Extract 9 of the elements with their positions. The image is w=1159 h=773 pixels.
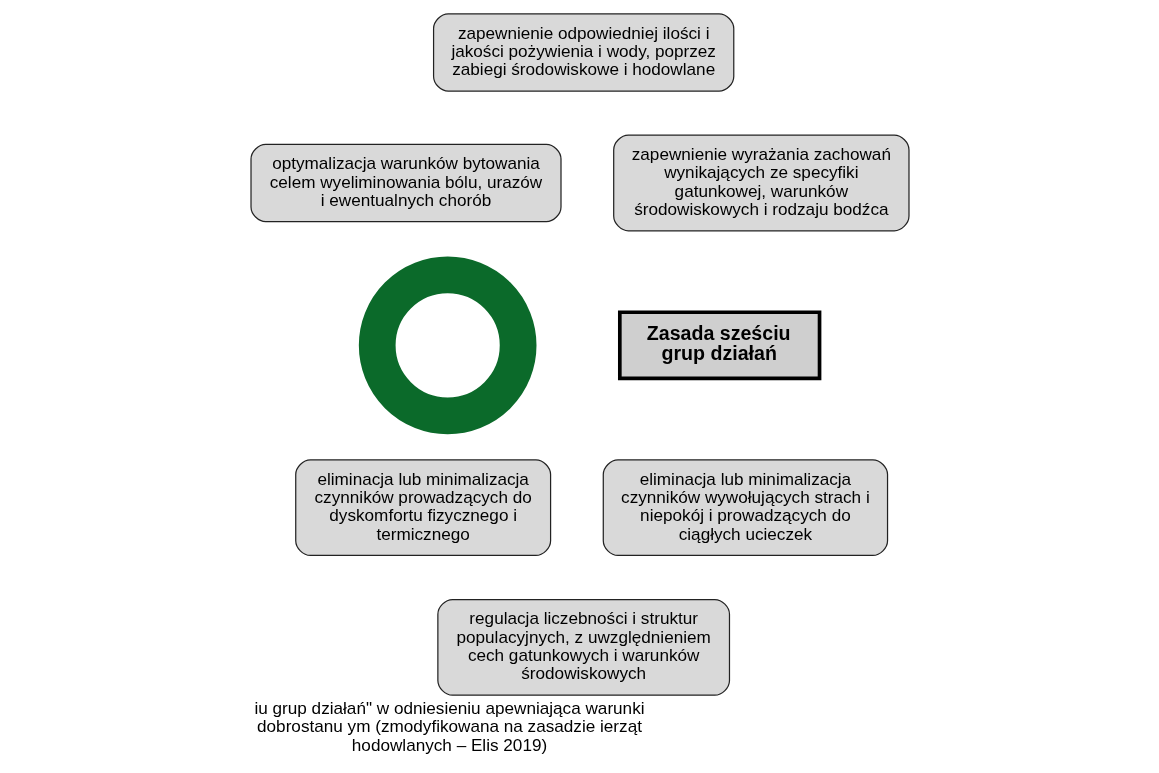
node-box: optymalizacja warunków bytowania celem wyeliminowania bólu, urazów i ewentualnych chorób xyxy=(249,143,562,222)
node-box: regulacja liczebności i struktur populacyjnych, z uwzględnieniem cech gatunkowych i warunków środowiskowych xyxy=(436,598,730,696)
node-box: eliminacja lub minimalizacja czynników wywołujących strach i niepokój i prowadzących do ciągłych ucieczek xyxy=(602,458,888,556)
node-box: zapewnienie odpowiedniej ilości i jakości pożywienia i wody, poprzez zabiegi środowiskowe i hodowlane xyxy=(432,12,734,92)
node-circle xyxy=(358,256,536,434)
node-box: Zasada sześciu grup działań xyxy=(617,309,821,380)
caption: iu grup działań" w odniesieniu apewniająca warunki dobrostanu ym (zmodyfikowana na zasadzie ierząt hodowlanych – Elis 2019) xyxy=(253,697,645,755)
node-box: zapewnienie wyrażania zachowań wynikających ze specyfiki gatunkowej, warunków środowiskowych i rodzaju bodźca xyxy=(612,134,910,231)
node-box: eliminacja lub minimalizacja czynników prowadzących do dyskomfortu fizycznego i termicznego xyxy=(294,458,551,556)
